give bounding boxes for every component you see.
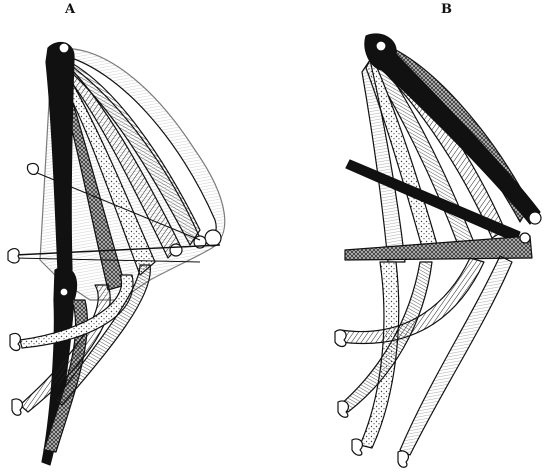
tip-a-4 <box>12 399 22 415</box>
joint-b-low <box>520 233 530 243</box>
knob-a-3 <box>170 244 182 256</box>
tip-b-2 <box>338 401 348 417</box>
diagram-b <box>335 34 541 467</box>
tip-a-3 <box>10 333 20 350</box>
tip-b-3 <box>352 439 362 455</box>
tip-a-2 <box>27 163 38 174</box>
joint-a-top <box>59 43 69 53</box>
joint-a-mid <box>60 288 68 296</box>
tip-b-1 <box>335 330 346 347</box>
tip-a-1 <box>8 249 19 263</box>
joint-b-top <box>376 41 386 51</box>
knob-a-1 <box>205 230 221 246</box>
rod-b-main <box>345 236 532 260</box>
tip-b-4 <box>398 451 408 467</box>
diagram-a <box>8 43 225 465</box>
joint-b-mid <box>529 212 541 224</box>
